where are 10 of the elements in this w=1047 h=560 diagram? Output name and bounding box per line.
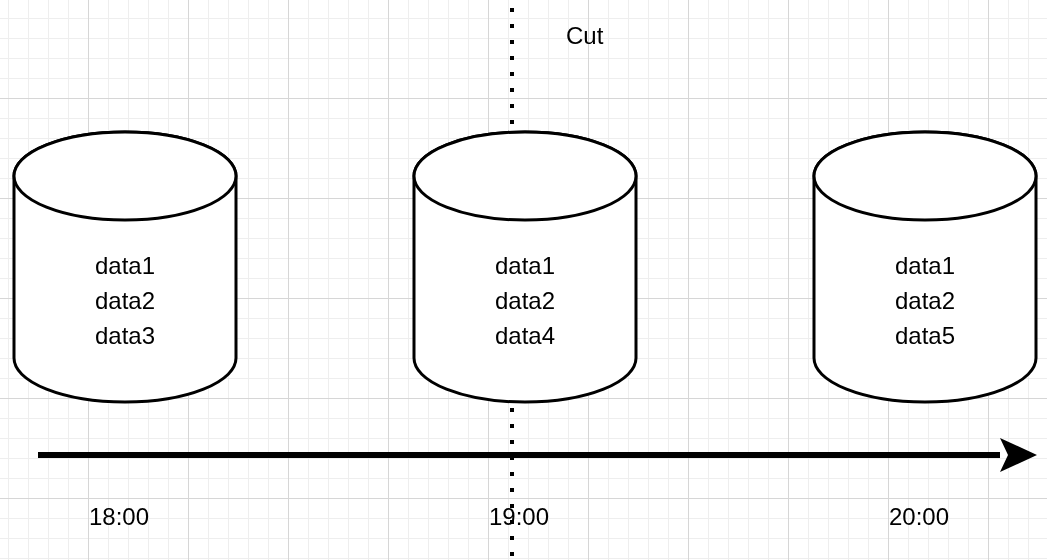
time-label: 20:00	[889, 503, 950, 531]
database-cylinder	[412, 130, 638, 404]
cut-label: Cut	[566, 22, 604, 50]
node-text: data1 data2 data4	[493, 251, 557, 351]
database-cylinder	[12, 130, 238, 404]
time-label: 18:00	[89, 503, 150, 531]
node-text: data1 data2 data5	[893, 251, 957, 351]
time-label: 19:00	[489, 503, 550, 531]
database-cylinder	[812, 130, 1038, 404]
node-text: data1 data2 data3	[93, 251, 157, 351]
